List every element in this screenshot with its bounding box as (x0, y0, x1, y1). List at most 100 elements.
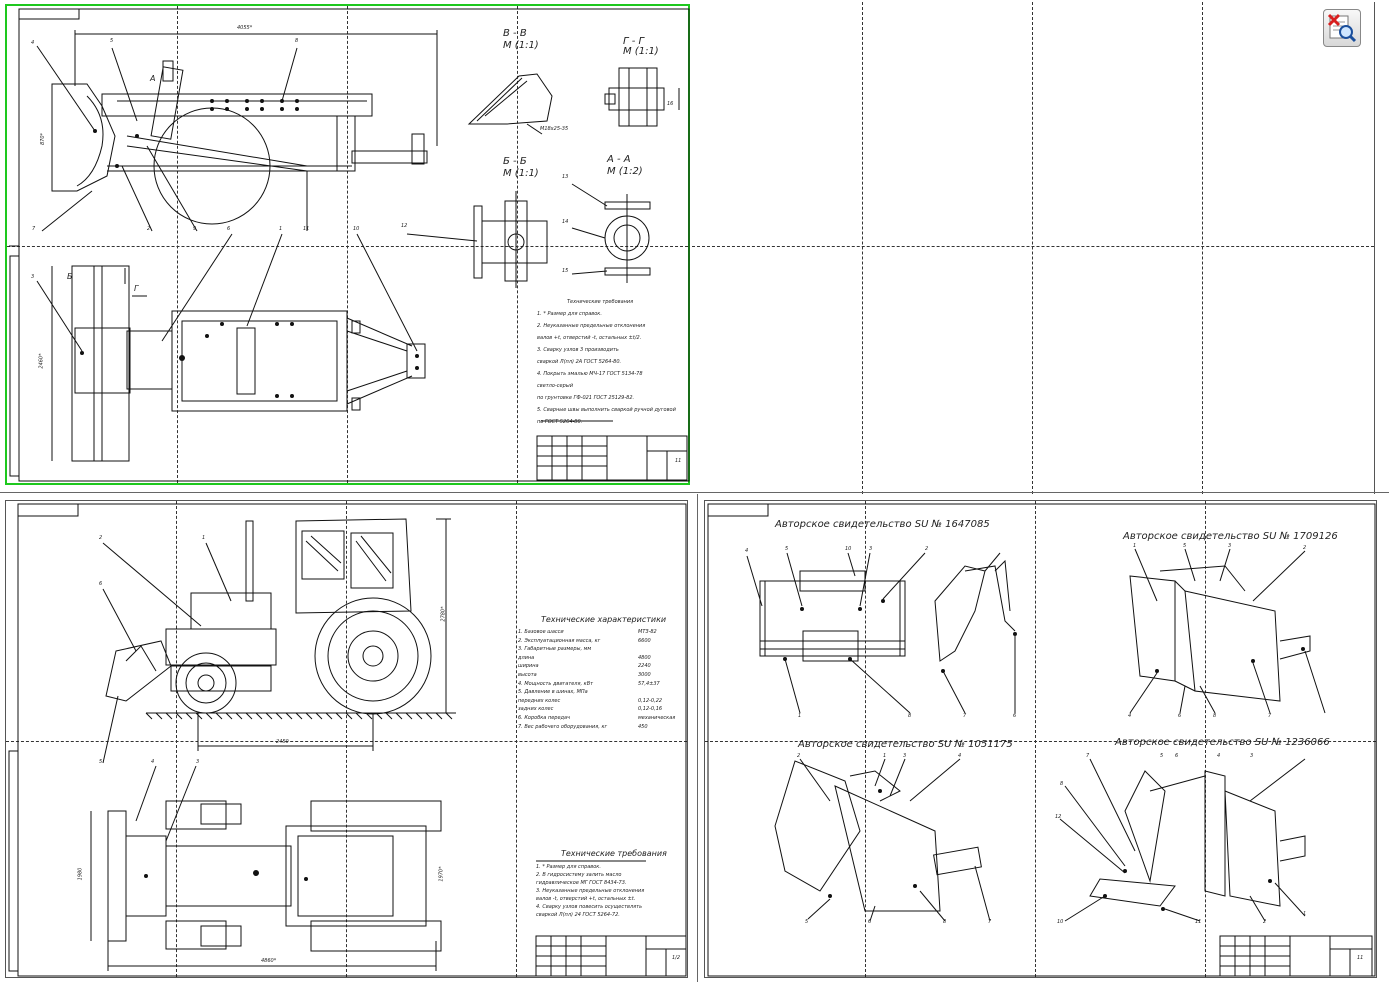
grid-line (1205, 501, 1206, 977)
grid-line (6, 741, 687, 742)
callout: 1 (1133, 543, 1137, 549)
callout: 11 (303, 226, 310, 232)
bolt-note: М18х25-35 (540, 126, 569, 132)
grid-line (705, 741, 1376, 742)
callout: 4 (31, 40, 35, 46)
view-marker-a: А (150, 74, 156, 83)
grid-line (1035, 501, 1036, 977)
requirement-line: 3. Неуказанные предельные отклонения (536, 888, 645, 894)
callout: 8 (943, 919, 947, 925)
callout: 5 (805, 919, 809, 925)
grid-line (7, 246, 688, 247)
callout: 1 (798, 713, 802, 719)
dimension-left-height: 1980 (77, 867, 84, 881)
row-divider (0, 492, 1389, 493)
callout: 10 (845, 546, 852, 552)
grid-line (862, 2, 863, 494)
specs-title: Технические характеристики (541, 615, 667, 624)
callout: 4 (958, 753, 962, 759)
callout: 5 (1183, 543, 1187, 549)
grid-line (865, 501, 866, 977)
dimension-height-left: 870* (40, 132, 47, 146)
sheet3-drawing (707, 503, 1376, 977)
drawing-sheet-1[interactable]: 4055* 870* 2460* В - В М (1:1) Г - Г М (… (5, 4, 690, 485)
certificate-title: Авторское свидетельство SU № 1051175 (798, 739, 1013, 750)
column-divider (697, 494, 698, 982)
dimension-overall-length: 4055* (237, 25, 253, 31)
view-marker-g: Г (134, 284, 139, 293)
grid-line (346, 501, 347, 977)
requirement-line: 1. * Размер для справок. (536, 864, 601, 870)
callout: 7 (1268, 713, 1272, 719)
requirements-list: 1. * Размер для справок. 2. Неуказанные … (537, 311, 676, 431)
callout: 2 (1263, 919, 1267, 925)
callout: 4 (151, 759, 155, 765)
callout: 4 (745, 548, 749, 554)
callout: 8 (295, 38, 299, 44)
requirement-line: 3. Сварку узлов 3 производить (537, 347, 619, 353)
callout: 3 (1228, 543, 1232, 549)
drawing-sheet-3[interactable]: Авторское свидетельство SU № 1647085 Авт… (704, 500, 1377, 978)
dimension-wheelbase: 2450 (276, 739, 289, 745)
callout: 2 (1303, 545, 1307, 551)
magnifier-with-red-x-icon (1327, 13, 1357, 43)
callout: 15 (562, 268, 569, 274)
callout: 14 (562, 219, 569, 225)
requirement-line: 4. Сварку узлов повесить осуществлять (536, 904, 643, 910)
callout: 7 (32, 226, 36, 232)
callout: 4 (1128, 713, 1132, 719)
callout: 9 (193, 226, 197, 232)
requirements-title: Технические требования (567, 299, 634, 305)
callout: 8 (1213, 713, 1217, 719)
callout: 6 (227, 226, 231, 232)
requirement-line: 5. Сварные швы выполнить сваркой ручной … (537, 407, 676, 413)
callout: 11 (1195, 919, 1202, 925)
callout: 1 (883, 753, 887, 759)
grid-line (1202, 2, 1203, 494)
callout: 2 (147, 226, 151, 232)
dimension-width-plan: 2460* (38, 353, 45, 369)
requirements-list: 1. * Размер для справок. 2. В гидросисте… (536, 864, 644, 920)
drawing-sheet-2[interactable]: 2450 2780* 4860* 1970* 1980 1 2 3 4 5 6 … (5, 500, 688, 978)
grid-line (517, 6, 518, 483)
callout: 6 (1175, 753, 1179, 759)
section-label-gg: Г - Г (623, 36, 645, 47)
requirement-line: сваркой Л(пл) 24 ГОСТ 5264-72. (536, 912, 620, 918)
certificate-title: Авторское свидетельство SU № 1647085 (775, 519, 990, 530)
section-scale-bb: М (1:1) (503, 168, 539, 179)
dimension-length-bottom: 4860* (261, 958, 277, 964)
certificate-title: Авторское свидетельство SU № 1236066 (1115, 737, 1330, 748)
callout: 5 (1160, 753, 1164, 759)
section-label-vv: В - В (503, 28, 527, 39)
requirement-line: 4. Покрыть эмалью МЧ-17 ГОСТ 5134-78 (537, 371, 643, 377)
sheet2-drawing (8, 503, 687, 977)
callout: 7 (1086, 753, 1090, 759)
requirement-line: гидравлическое МГ ГОСТ 8434-73. (536, 880, 627, 886)
callout: 12 (1055, 814, 1062, 820)
callout: 10 (1057, 919, 1064, 925)
certificate-title: Авторское свидетельство SU № 1709126 (1123, 531, 1338, 542)
grid-line (692, 246, 1374, 247)
requirement-line: 2. В гидросистему залить масло (536, 872, 622, 878)
callout: 12 (401, 223, 408, 229)
callout: 4 (1217, 753, 1221, 759)
callout: 3 (1250, 753, 1254, 759)
drawing-sheet-empty[interactable] (692, 2, 1375, 494)
callout: 5 (785, 546, 789, 552)
sheet-number: 11 (1357, 955, 1364, 961)
zoom-tool-button[interactable] (1323, 9, 1361, 47)
callout: 3 (869, 546, 873, 552)
grid-line (176, 501, 177, 977)
spec-row: 3. Габаритные размеры, мм (518, 646, 592, 653)
section-scale-vv: М (1:1) (503, 40, 539, 51)
section-label-bb: Б - Б (503, 156, 527, 167)
callout: 1 (279, 226, 283, 232)
